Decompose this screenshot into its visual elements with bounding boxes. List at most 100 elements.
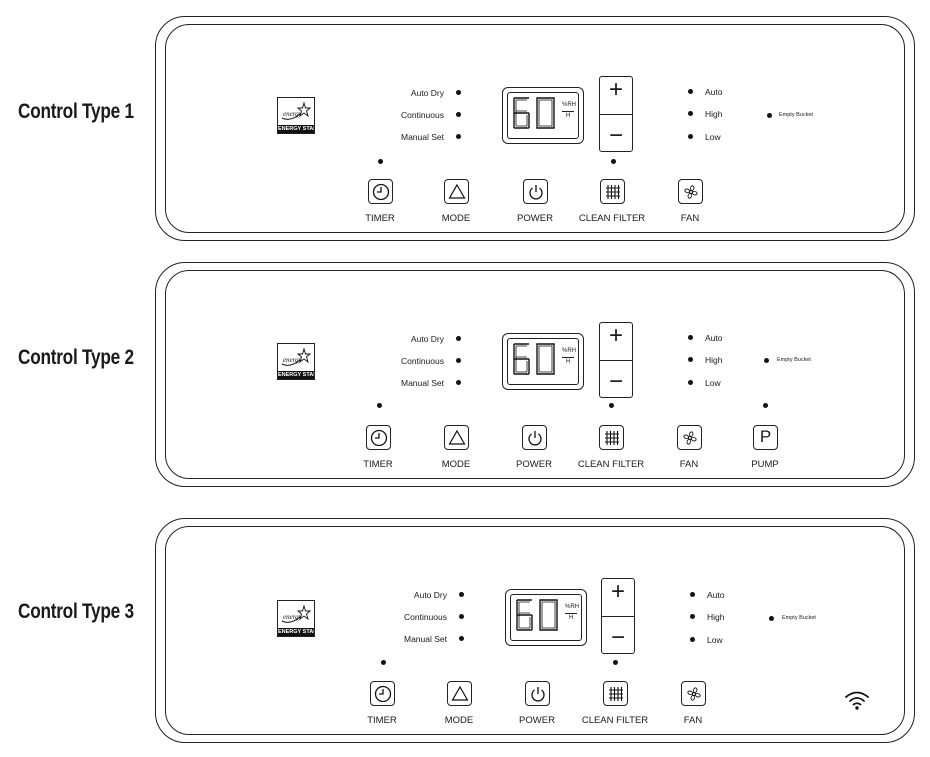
- clean-filter-button[interactable]: [600, 179, 625, 204]
- fan-high-label: High: [707, 612, 725, 622]
- hour-unit: H: [569, 615, 574, 621]
- mode-button[interactable]: [444, 425, 469, 450]
- timer-indicator: [377, 403, 382, 408]
- power-button[interactable]: [522, 425, 547, 450]
- power-label: POWER: [517, 213, 553, 224]
- control-panel-2: energy ENERGY STAR Auto Dry Continuous M…: [155, 262, 915, 487]
- energy-star-text: ENERGY STAR: [278, 371, 314, 379]
- svg-text:energy: energy: [283, 110, 303, 118]
- triangle-icon: [450, 685, 469, 701]
- fan-auto-indicator: [688, 335, 693, 340]
- mode-auto-dry-label: Auto Dry: [413, 590, 447, 600]
- fan-icon: [682, 430, 697, 445]
- timer-label: TIMER: [365, 213, 395, 224]
- humidity-unit: %RH: [565, 604, 580, 610]
- fan-button[interactable]: [681, 681, 706, 706]
- mode-manual-set-indicator: [459, 636, 464, 641]
- plus-button[interactable]: +: [610, 578, 625, 605]
- clean-filter-indicator: [609, 403, 614, 408]
- clean-filter-button[interactable]: [603, 681, 628, 706]
- mode-label: MODE: [441, 459, 471, 470]
- mode-button[interactable]: [444, 179, 469, 204]
- fan-button[interactable]: [678, 179, 703, 204]
- fan-high-indicator: [688, 357, 693, 362]
- mode-continuous-label: Continuous: [403, 612, 447, 622]
- svg-text:energy: energy: [283, 356, 303, 364]
- fan-high-indicator: [688, 111, 693, 116]
- clean-filter-indicator: [613, 660, 618, 665]
- filter-grid-icon: [604, 430, 619, 445]
- timer-button[interactable]: [368, 179, 393, 204]
- fan-low-label: Low: [705, 378, 721, 388]
- minus-button[interactable]: −: [610, 624, 625, 651]
- power-label: POWER: [519, 715, 555, 726]
- mode-manual-set-label: Manual Set: [404, 634, 447, 644]
- timer-indicator: [378, 159, 383, 164]
- empty-bucket-indicator: [764, 358, 769, 363]
- hour-unit: H: [566, 113, 571, 119]
- fan-auto-indicator: [688, 89, 693, 94]
- mode-manual-set-indicator: [456, 380, 461, 385]
- mode-button[interactable]: [447, 681, 472, 706]
- filter-grid-icon: [605, 184, 620, 199]
- timer-button[interactable]: [366, 425, 391, 450]
- humidity-unit: %RH: [562, 102, 577, 108]
- energy-star-text: ENERGY STAR: [278, 125, 314, 133]
- mode-manual-set-label: Manual Set: [401, 132, 444, 142]
- power-icon: [528, 184, 543, 199]
- fan-button[interactable]: [677, 425, 702, 450]
- minus-button[interactable]: −: [608, 122, 623, 149]
- control-type-1-label: Control Type 1: [18, 100, 134, 123]
- mode-manual-set-label: Manual Set: [401, 378, 444, 388]
- filter-grid-icon: [608, 686, 623, 701]
- plus-button[interactable]: +: [608, 322, 623, 349]
- mode-continuous-indicator: [456, 358, 461, 363]
- fan-auto-label: Auto: [705, 87, 723, 97]
- fan-auto-label: Auto: [707, 590, 725, 600]
- seven-segment-digits: 60: [513, 97, 555, 129]
- seven-segment-digits: 60: [516, 599, 558, 631]
- fan-icon: [683, 184, 698, 199]
- power-icon: [530, 686, 545, 701]
- power-label: POWER: [516, 459, 552, 470]
- control-type-3-label: Control Type 3: [18, 600, 134, 623]
- timer-button[interactable]: [370, 681, 395, 706]
- fan-label: FAN: [679, 459, 699, 470]
- fan-low-label: Low: [707, 635, 723, 645]
- timer-label: TIMER: [367, 715, 397, 726]
- timer-label: TIMER: [363, 459, 393, 470]
- clean-filter-label: CLEAN FILTER: [581, 715, 649, 726]
- fan-low-indicator: [688, 380, 693, 385]
- pump-button[interactable]: P: [753, 425, 778, 450]
- fan-label: FAN: [683, 715, 703, 726]
- clean-filter-label: CLEAN FILTER: [577, 459, 645, 470]
- wifi-icon: [845, 691, 869, 710]
- plus-button[interactable]: +: [608, 76, 623, 103]
- empty-bucket-label: Empty Bucket: [779, 112, 813, 118]
- empty-bucket-label: Empty Bucket: [777, 357, 811, 363]
- clock-icon: [372, 183, 389, 200]
- mode-label: MODE: [444, 715, 474, 726]
- mode-auto-dry-label: Auto Dry: [410, 334, 444, 344]
- hour-unit: H: [566, 359, 571, 365]
- empty-bucket-indicator: [767, 113, 772, 118]
- energy-star-logo: energy ENERGY STAR: [277, 343, 315, 380]
- mode-continuous-label: Continuous: [400, 110, 444, 120]
- fan-low-label: Low: [705, 132, 721, 142]
- power-icon: [527, 430, 542, 445]
- fan-high-label: High: [705, 355, 723, 365]
- clock-icon: [370, 429, 387, 446]
- fan-label: FAN: [680, 213, 700, 224]
- fan-low-indicator: [690, 637, 695, 642]
- fan-low-indicator: [688, 134, 693, 139]
- mode-auto-dry-indicator: [456, 90, 461, 95]
- empty-bucket-label: Empty Bucket: [782, 615, 816, 621]
- fan-high-indicator: [690, 614, 695, 619]
- power-button[interactable]: [525, 681, 550, 706]
- power-button[interactable]: [523, 179, 548, 204]
- timer-indicator: [381, 660, 386, 665]
- mode-continuous-indicator: [459, 614, 464, 619]
- mode-manual-set-indicator: [456, 134, 461, 139]
- minus-button[interactable]: −: [608, 368, 623, 395]
- clean-filter-button[interactable]: [599, 425, 624, 450]
